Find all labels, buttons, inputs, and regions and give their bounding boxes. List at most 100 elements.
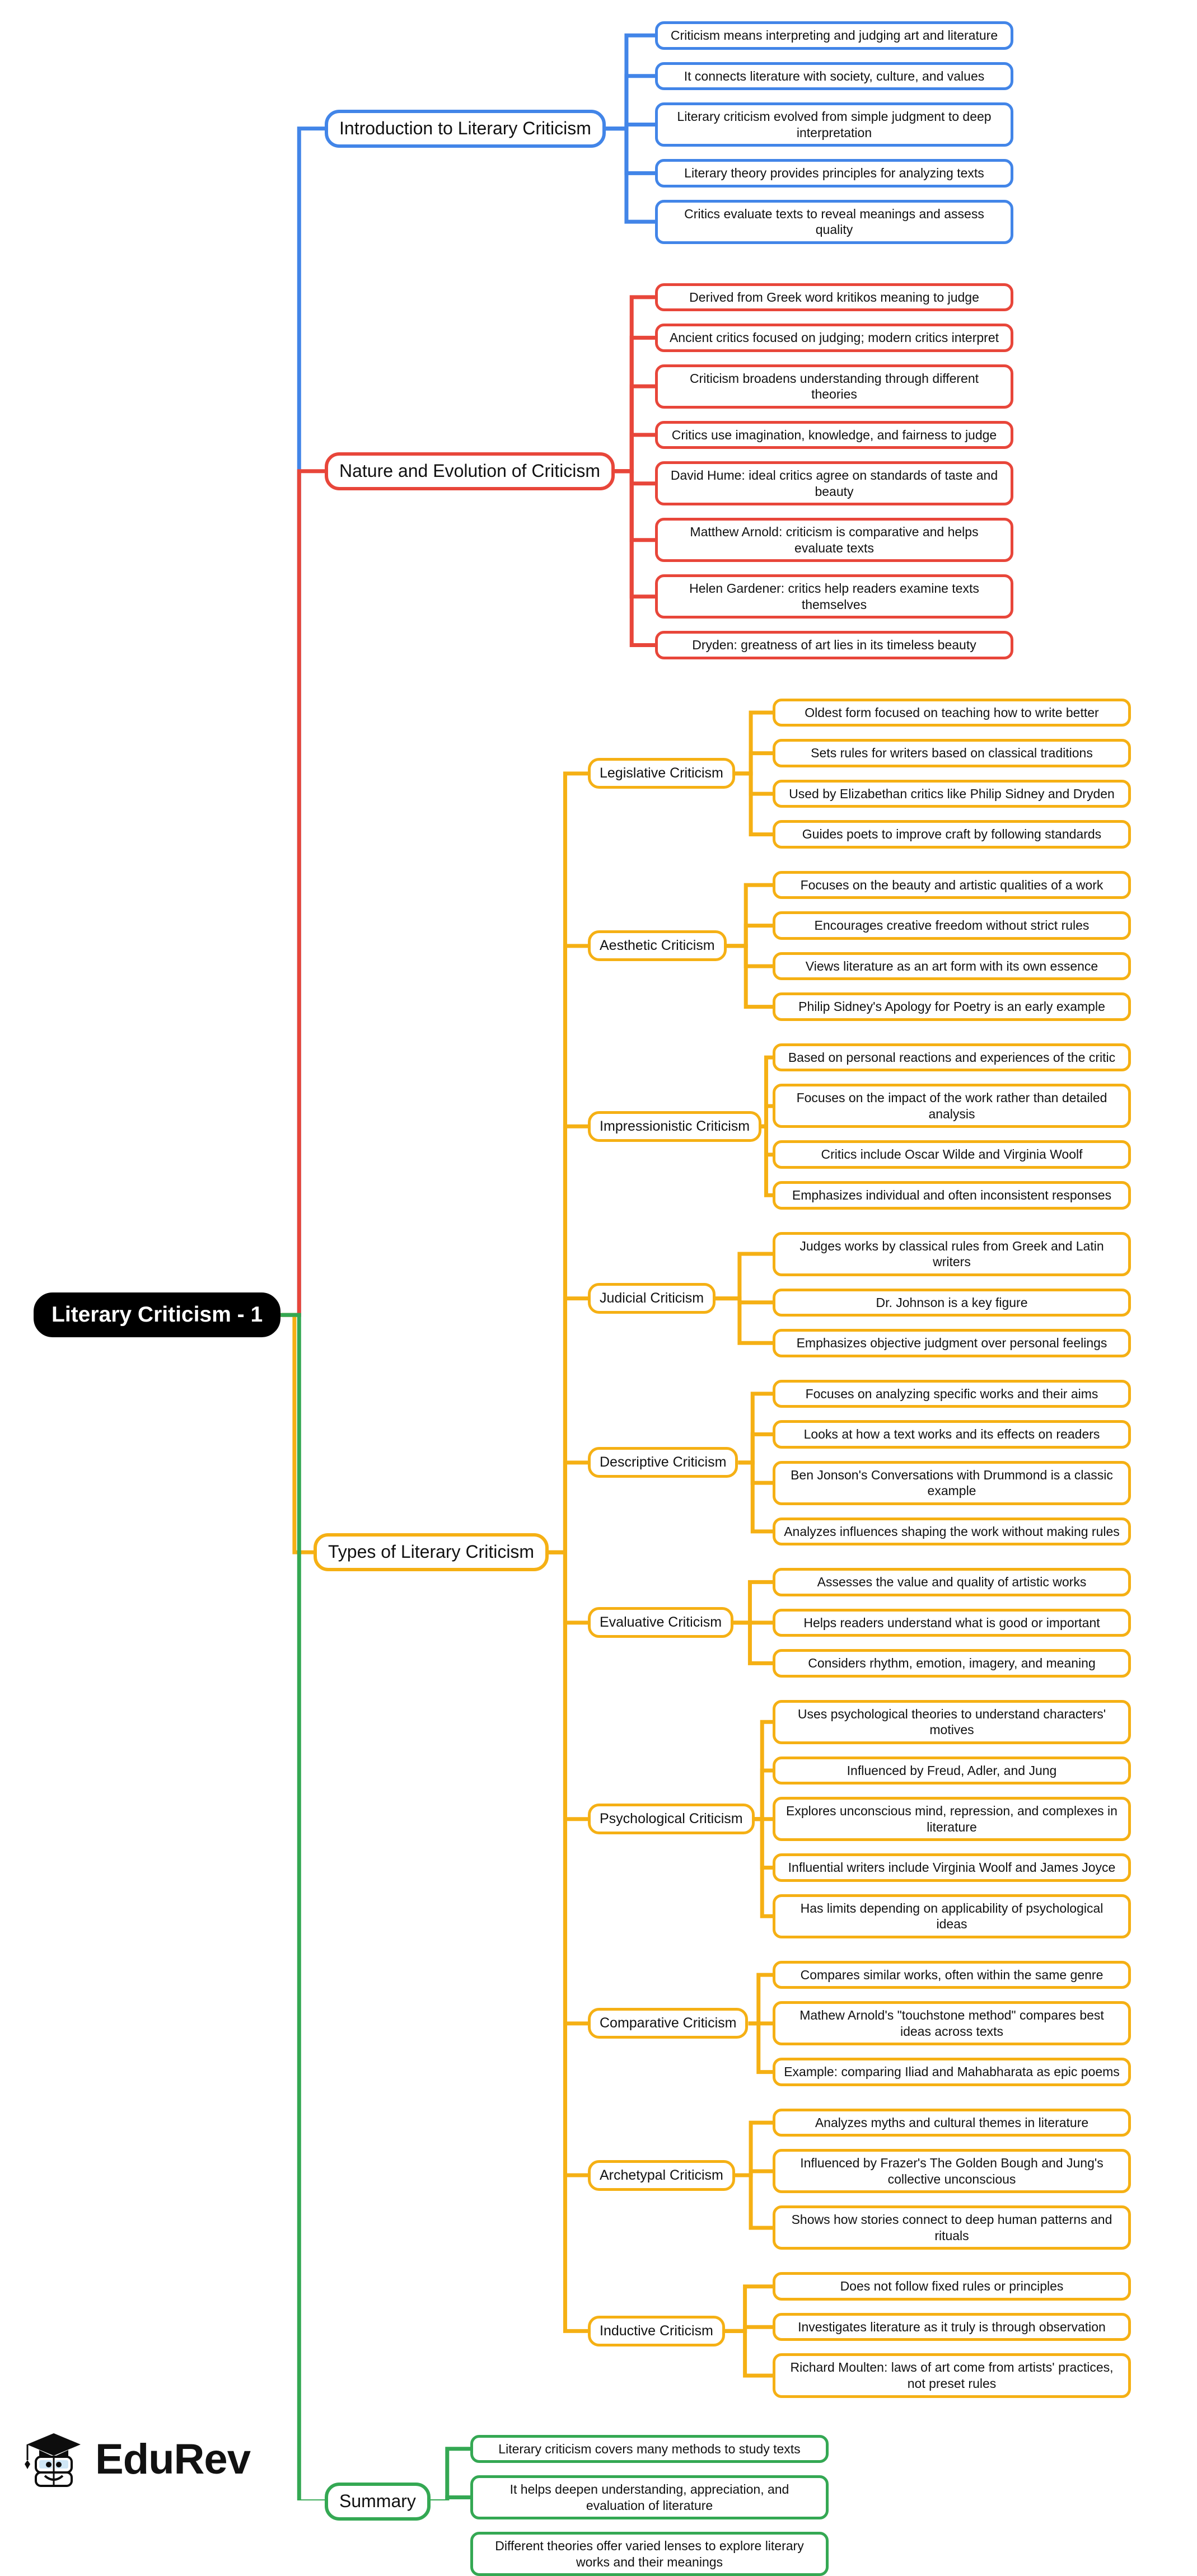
node-label: Investigates literature as it truly is t… xyxy=(798,2319,1106,2334)
branch-node-summary[interactable]: Summary xyxy=(325,2482,431,2521)
leaf-node[interactable]: Sets rules for writers based on classica… xyxy=(773,739,1131,767)
type-node[interactable]: Descriptive Criticism xyxy=(588,1447,738,1478)
leaf-node[interactable]: Judges works by classical rules from Gre… xyxy=(773,1231,1131,1276)
leaf-node[interactable]: Explores unconscious mind, repression, a… xyxy=(773,1797,1131,1842)
branch-node-intro[interactable]: Introduction to Literary Criticism xyxy=(325,109,606,148)
type-node[interactable]: Psychological Criticism xyxy=(588,1804,755,1835)
edurev-wordmark: EduRev xyxy=(95,2435,251,2483)
leaf-node[interactable]: Criticism means interpreting and judging… xyxy=(655,21,1013,50)
node-label: It connects literature with society, cul… xyxy=(684,68,985,83)
leaf-node[interactable]: Used by Elizabethan critics like Philip … xyxy=(773,779,1131,808)
leaf-node[interactable]: Has limits depending on applicability of… xyxy=(773,1894,1131,1938)
leaf-node[interactable]: Literary criticism evolved from simple j… xyxy=(655,102,1013,147)
leaf-node[interactable]: Mathew Arnold's "touchstone method" comp… xyxy=(773,2001,1131,2046)
leaf-node[interactable]: Emphasizes objective judgment over perso… xyxy=(773,1329,1131,1357)
node-label: Does not follow fixed rules or principle… xyxy=(840,2279,1064,2294)
leaf-node[interactable]: Looks at how a text works and its effect… xyxy=(773,1420,1131,1449)
node-label: Judicial Criticism xyxy=(600,1290,704,1306)
leaf-node[interactable]: Dr. Johnson is a key figure xyxy=(773,1288,1131,1317)
type-node[interactable]: Aesthetic Criticism xyxy=(588,930,727,962)
leaf-node[interactable]: Literary theory provides principles for … xyxy=(655,159,1013,188)
node-label: Analyzes influences shaping the work wit… xyxy=(784,1524,1120,1539)
leaf-node[interactable]: Influenced by Freud, Adler, and Jung xyxy=(773,1756,1131,1785)
leaf-node[interactable]: Compares similar works, often within the… xyxy=(773,1960,1131,1989)
leaf-node[interactable]: Helps readers understand what is good or… xyxy=(773,1608,1131,1637)
type-node[interactable]: Impressionistic Criticism xyxy=(588,1111,762,1142)
node-label: David Hume: ideal critics agree on stand… xyxy=(670,468,998,499)
node-label: Dryden: greatness of art lies in its tim… xyxy=(692,638,976,653)
node-label: Literary theory provides principles for … xyxy=(684,166,984,181)
node-label: Used by Elizabethan critics like Philip … xyxy=(789,786,1115,801)
branch-node-types[interactable]: Types of Literary Criticism xyxy=(314,1533,549,1571)
leaf-node[interactable]: Considers rhythm, emotion, imagery, and … xyxy=(773,1649,1131,1678)
leaf-node[interactable]: Critics evaluate texts to reveal meaning… xyxy=(655,199,1013,244)
leaf-node[interactable]: Critics include Oscar Wilde and Virginia… xyxy=(773,1140,1131,1169)
leaf-node[interactable]: Philip Sidney's Apology for Poetry is an… xyxy=(773,992,1131,1021)
leaf-node[interactable]: Richard Moulten: laws of art come from a… xyxy=(773,2353,1131,2398)
node-label: Types of Literary Criticism xyxy=(328,1542,535,1562)
type-node[interactable]: Evaluative Criticism xyxy=(588,1607,734,1638)
root-node[interactable]: Literary Criticism - 1 xyxy=(34,1292,281,1338)
leaf-node[interactable]: Critics use imagination, knowledge, and … xyxy=(655,420,1013,449)
leaf-node[interactable]: Ben Jonson's Conversations with Drummond… xyxy=(773,1460,1131,1505)
leaf-node[interactable]: Ancient critics focused on judging; mode… xyxy=(655,324,1013,352)
node-label: Based on personal reactions and experien… xyxy=(788,1050,1116,1065)
node-label: Focuses on the beauty and artistic quali… xyxy=(800,877,1104,892)
leaf-node[interactable]: Derived from Greek word kritikos meaning… xyxy=(655,283,1013,312)
leaf-node[interactable]: Literary criticism covers many methods t… xyxy=(470,2434,829,2463)
node-label: Literary criticism evolved from simple j… xyxy=(677,109,992,140)
graduation-cap-mascot-icon xyxy=(25,2433,81,2487)
leaf-node[interactable]: Based on personal reactions and experien… xyxy=(773,1043,1131,1072)
node-label: Considers rhythm, emotion, imagery, and … xyxy=(808,1656,1096,1671)
leaf-node[interactable]: David Hume: ideal critics agree on stand… xyxy=(655,461,1013,506)
node-label: Critics use imagination, knowledge, and … xyxy=(671,427,997,442)
leaf-node[interactable]: Investigates literature as it truly is t… xyxy=(773,2312,1131,2341)
leaf-node[interactable]: Analyzes myths and cultural themes in li… xyxy=(773,2108,1131,2137)
type-node[interactable]: Inductive Criticism xyxy=(588,2315,725,2346)
node-label: Aesthetic Criticism xyxy=(600,938,715,954)
node-label: Inductive Criticism xyxy=(600,2322,713,2339)
leaf-node[interactable]: Oldest form focused on teaching how to w… xyxy=(773,698,1131,727)
node-label: Nature and Evolution of Criticism xyxy=(339,460,600,481)
node-label: Sets rules for writers based on classica… xyxy=(811,746,1093,761)
node-label: Focuses on analyzing specific works and … xyxy=(805,1386,1098,1401)
type-node[interactable]: Comparative Criticism xyxy=(588,2008,749,2039)
leaf-node[interactable]: Focuses on the beauty and artistic quali… xyxy=(773,870,1131,900)
type-node[interactable]: Judicial Criticism xyxy=(588,1283,716,1314)
node-label: Shows how stories connect to deep human … xyxy=(791,2212,1112,2243)
leaf-node[interactable]: Focuses on the impact of the work rather… xyxy=(773,1084,1131,1128)
node-label: Critics evaluate texts to reveal meaning… xyxy=(684,206,984,237)
leaf-node[interactable]: It helps deepen understanding, appreciat… xyxy=(470,2475,829,2520)
leaf-node[interactable]: Uses psychological theories to understan… xyxy=(773,1699,1131,1744)
leaf-node[interactable]: Analyzes influences shaping the work wit… xyxy=(773,1517,1131,1546)
node-label: Looks at how a text works and its effect… xyxy=(803,1427,1100,1442)
leaf-node[interactable]: Assesses the value and quality of artist… xyxy=(773,1568,1131,1596)
edurev-logo: EduRev xyxy=(22,2428,251,2490)
leaf-node[interactable]: Emphasizes individual and often inconsis… xyxy=(773,1181,1131,1210)
leaf-node[interactable]: Different theories offer varied lenses t… xyxy=(470,2532,829,2576)
leaf-node[interactable]: Views literature as an art form with its… xyxy=(773,952,1131,981)
node-label: Has limits depending on applicability of… xyxy=(800,1900,1104,1932)
leaf-node[interactable]: Guides poets to improve craft by followi… xyxy=(773,820,1131,849)
node-label: Uses psychological theories to understan… xyxy=(797,1706,1106,1737)
node-label: Compares similar works, often within the… xyxy=(800,1967,1104,1982)
branch-node-nature[interactable]: Nature and Evolution of Criticism xyxy=(325,452,615,490)
node-label: Mathew Arnold's "touchstone method" comp… xyxy=(799,2008,1104,2039)
leaf-node[interactable]: Matthew Arnold: criticism is comparative… xyxy=(655,518,1013,563)
type-node[interactable]: Legislative Criticism xyxy=(588,758,735,789)
leaf-node[interactable]: Influential writers include Virginia Woo… xyxy=(773,1853,1131,1882)
leaf-node[interactable]: It connects literature with society, cul… xyxy=(655,62,1013,91)
leaf-node[interactable]: Dryden: greatness of art lies in its tim… xyxy=(655,631,1013,659)
node-label: Archetypal Criticism xyxy=(600,2167,723,2183)
leaf-node[interactable]: Shows how stories connect to deep human … xyxy=(773,2205,1131,2250)
type-node[interactable]: Archetypal Criticism xyxy=(588,2160,735,2191)
leaf-node[interactable]: Example: comparing Iliad and Mahabharata… xyxy=(773,2058,1131,2086)
leaf-node[interactable]: Encourages creative freedom without stri… xyxy=(773,911,1131,940)
leaf-node[interactable]: Does not follow fixed rules or principle… xyxy=(773,2272,1131,2301)
leaf-node[interactable]: Influenced by Frazer's The Golden Bough … xyxy=(773,2149,1131,2194)
node-label: Derived from Greek word kritikos meaning… xyxy=(689,289,979,305)
leaf-node[interactable]: Helen Gardener: critics help readers exa… xyxy=(655,574,1013,619)
leaf-node[interactable]: Focuses on analyzing specific works and … xyxy=(773,1379,1131,1408)
node-label: Analyzes myths and cultural themes in li… xyxy=(815,2115,1089,2130)
leaf-node[interactable]: Criticism broadens understanding through… xyxy=(655,364,1013,409)
